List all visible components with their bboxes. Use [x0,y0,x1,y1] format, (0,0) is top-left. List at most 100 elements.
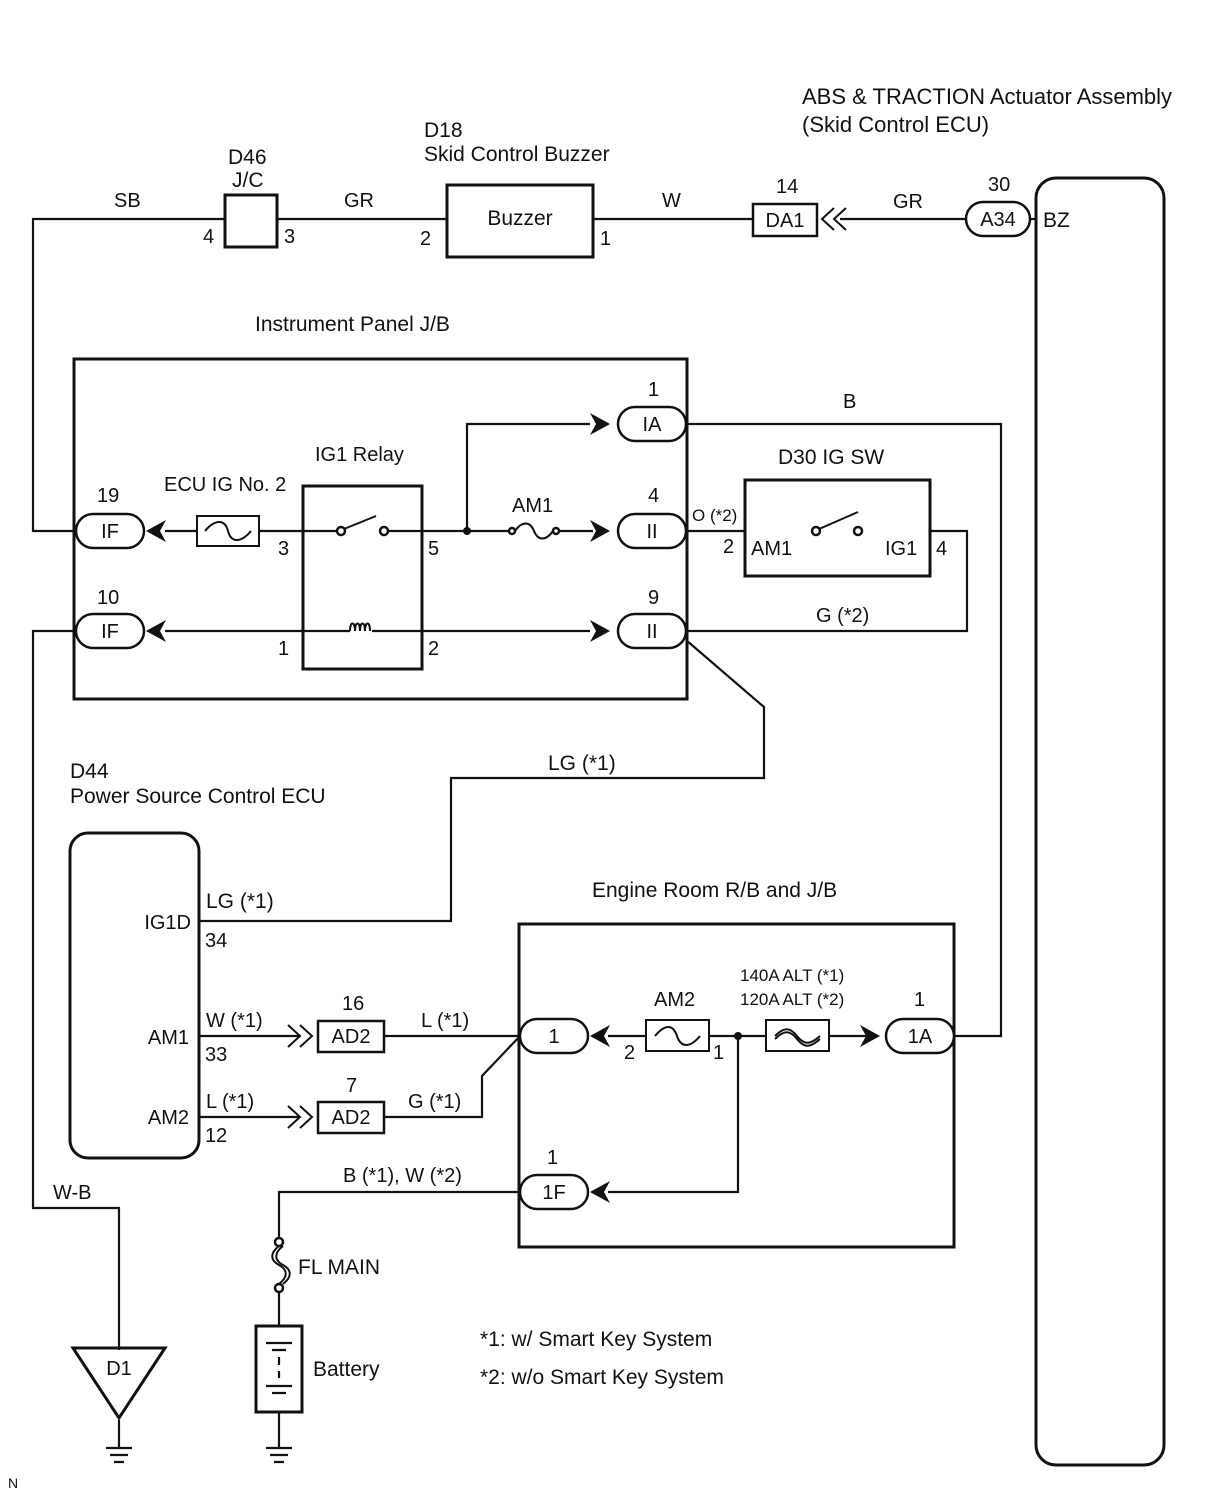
pscecu-code: D44 [70,760,109,783]
battery-icon [266,1341,292,1395]
abs-title: ABS & TRACTION Actuator Assembly [802,84,1172,109]
corner-mark: N [8,1475,18,1491]
connector-ad2-group: 16 AD2 7 AD2 [287,993,386,1135]
connector-1f [518,1173,590,1211]
conn-1f-pin: 1 [547,1147,558,1169]
pscecu-pin-12: 12 [205,1125,227,1147]
relay-pin-5: 5 [428,538,439,560]
arrow-right-icon [590,620,610,642]
relay-switch-icon [343,515,377,530]
pscecu-box [68,831,201,1160]
ig1-relay-box [301,484,424,671]
wire-labels: SB GR W GR B O (*2) G (*2) LG (*1) LG (*… [53,190,923,1204]
wire-g1 [385,1035,521,1119]
jc-name: J/C [232,169,264,192]
relay-pin-1: 1 [278,638,289,660]
buzzer-pin-2: 2 [420,228,431,250]
wire-b1w2 [277,1190,520,1240]
ad2-top-pin: 16 [342,993,364,1015]
ground-icon [106,1446,132,1464]
relay-contact-dot [378,525,390,537]
igsw-ig1: IG1 [885,538,917,560]
pscecu-pin-33: 33 [205,1044,227,1066]
if-bottom-pin: 10 [97,587,119,609]
wire-label-g1: G (*1) [408,1091,461,1113]
connector-if-top [74,512,146,550]
abs-terminal-bz: BZ [1043,209,1070,232]
connector-ii-bottom-label: II [646,621,657,643]
buzzer-title: Skid Control Buzzer [424,143,610,166]
fuse-alt-label-1: 140A ALT (*1) [740,966,844,985]
connector-if-bottom-label: IF [101,621,119,643]
connector-ii-bottom [616,612,688,650]
abs-subtitle: (Skid Control ECU) [802,112,989,137]
buzzer-box [445,183,595,259]
pscecu-am2: AM2 [148,1107,189,1129]
wire-branch-1f [608,1036,740,1194]
errb-title: Engine Room R/B and J/B [592,879,837,902]
relay-coil-icon [349,622,371,632]
jc-code: D46 [228,146,267,169]
igsw-box [743,478,932,578]
arrow-left-icon [146,520,166,542]
fuse-end-dot [551,526,561,536]
connector-1a [884,1017,956,1055]
buzzer-code: D18 [424,119,463,142]
ad2-bottom-pin: 7 [346,1075,357,1097]
fuse-icon [204,521,252,541]
wire-label-gr: GR [344,190,374,212]
double-chevron-icon [820,207,847,231]
double-chevron-icon [287,1105,314,1129]
ig-switch-d30: D30 IG SW AM1 IG1 2 4 [723,446,947,578]
errb-pin-2: 2 [624,1042,635,1064]
fuse-am2 [645,1019,710,1052]
fl-main-label: FL MAIN [298,1256,380,1279]
connector-if-bottom [74,612,146,650]
wire-sb [31,217,225,533]
arrow-right-icon [860,1025,880,1047]
fusible-link-icon [271,1245,291,1285]
da1-pin-14: 14 [776,176,798,198]
connector-1f-label: 1F [542,1182,565,1204]
fl-main-end-dot [273,1236,285,1248]
fusible-link-icon [774,1028,821,1047]
junction-dot [463,527,471,535]
fuse-icon [514,522,554,540]
wire-branch-ia [465,422,590,531]
fuse-end-dot [507,526,517,536]
connector-ia-label: IA [643,414,663,436]
relay-contact-dot [335,525,347,537]
wire-label-b: B [843,391,856,413]
wires [31,217,1036,1448]
wire-g2 [686,529,969,633]
connector-ad2-top [316,1019,386,1054]
arrow-right-icon [590,520,610,542]
abs-actuator-assembly: ABS & TRACTION Actuator Assembly (Skid C… [802,84,1172,1467]
wire-lg1 [199,639,766,923]
ii-top-pin: 4 [648,485,659,507]
fuse-ecu-ig [196,515,260,547]
switch-contact-dot [810,525,822,537]
connector-a34 [964,200,1032,238]
wire-label-w1: W (*1) [206,1010,263,1032]
arrow-left-icon [590,1181,610,1203]
switch-contact-dot [852,525,864,537]
connector-da1-group: 14 DA1 [751,176,847,238]
pscecu-title: Power Source Control ECU [70,785,326,808]
junction-dot [734,1032,742,1040]
ground-icon [266,1446,292,1464]
connector-1-label: 1 [548,1026,559,1048]
arrow-left-icon [146,620,166,642]
errb-pin-1: 1 [713,1042,724,1064]
wire-wb [31,629,121,1350]
fuse-am1-label: AM1 [512,495,553,517]
connector-a34-label: A34 [980,209,1016,231]
buzzer-pin-1: 1 [600,228,611,250]
arrow-left-icon [590,1025,610,1047]
errb-box [517,922,956,1249]
if-top-pin: 19 [97,485,119,507]
pscecu-am1: AM1 [148,1027,189,1049]
wire-label-lg1: LG (*1) [206,890,274,913]
wire-label-l1: L (*1) [421,1010,469,1032]
